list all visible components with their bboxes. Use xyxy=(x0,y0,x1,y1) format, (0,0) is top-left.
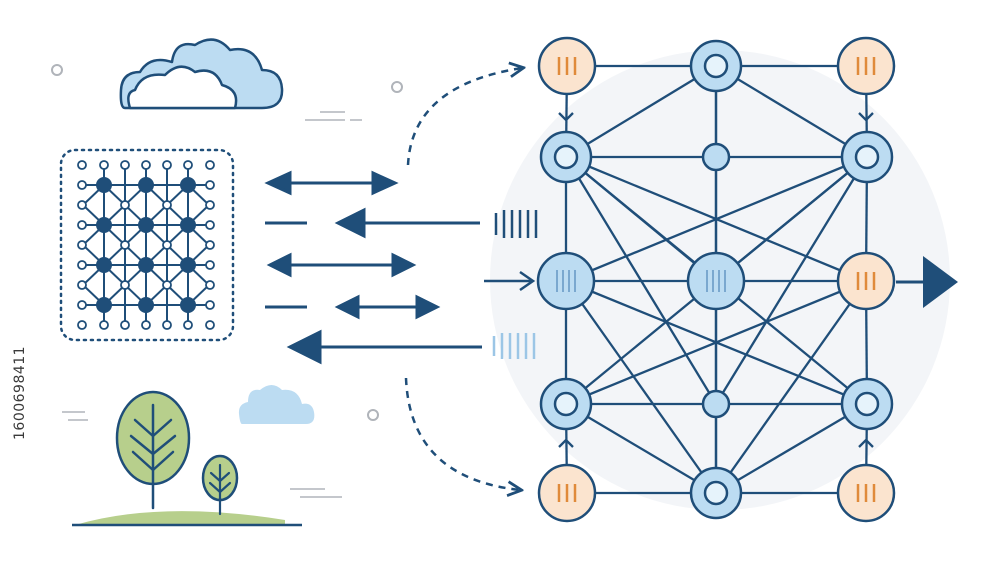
grid-node xyxy=(180,217,196,233)
grid-ring-node xyxy=(205,280,215,290)
network-node xyxy=(701,389,731,419)
network-node xyxy=(689,466,743,520)
grid-ring-node xyxy=(77,180,87,190)
grid-ring-node xyxy=(120,320,130,330)
grid-ring-node xyxy=(205,200,215,210)
grid-ring-node xyxy=(77,280,87,290)
grid-ring-node xyxy=(205,220,215,230)
deco-ring xyxy=(391,81,403,93)
node-grid-icon xyxy=(59,148,235,342)
arrow-right-icon xyxy=(896,256,958,308)
grid-ring-node xyxy=(77,300,87,310)
grid-ring-node xyxy=(205,320,215,330)
feedback-curves xyxy=(404,68,522,490)
grid-ring-node xyxy=(205,160,215,170)
network-node xyxy=(536,251,596,311)
grid-node xyxy=(96,297,112,313)
grid-ring-node xyxy=(77,200,87,210)
network-node xyxy=(840,130,894,184)
grid-ring-node xyxy=(77,160,87,170)
grid-ring-node xyxy=(141,320,151,330)
grid-ring-node xyxy=(77,260,87,270)
grid-ring-node xyxy=(77,240,87,250)
grid-ring-node xyxy=(120,160,130,170)
network-node xyxy=(689,39,743,93)
grid-ring-node xyxy=(120,200,130,210)
network-edge xyxy=(715,403,868,494)
network-node xyxy=(537,36,597,96)
grid-node xyxy=(138,217,154,233)
network-edge xyxy=(715,280,867,494)
edge-chevron xyxy=(858,438,874,448)
grid-node xyxy=(180,297,196,313)
data-flow-arrows xyxy=(264,170,482,365)
network-edge xyxy=(565,403,717,494)
grid-ring-node xyxy=(162,160,172,170)
grid-ring-node xyxy=(99,160,109,170)
edge-chevron xyxy=(558,112,574,122)
grid-ring-node xyxy=(162,200,172,210)
deco-ring xyxy=(367,409,379,421)
tree-icon xyxy=(72,390,302,527)
grid-node xyxy=(180,257,196,273)
grid-ring-node xyxy=(205,180,215,190)
input-arrow xyxy=(484,270,536,292)
grid-ring-node xyxy=(205,260,215,270)
network-node xyxy=(539,377,593,431)
grid-node xyxy=(180,177,196,193)
grid-node xyxy=(138,177,154,193)
cloud-icon xyxy=(238,385,315,424)
grid-ring-node xyxy=(183,160,193,170)
network-edge xyxy=(715,65,868,158)
grid-node xyxy=(96,257,112,273)
grid-ring-node xyxy=(120,240,130,250)
network-node xyxy=(836,251,896,311)
edge-chevron xyxy=(858,112,874,122)
network-edge xyxy=(565,280,717,494)
deco-dashes xyxy=(62,111,362,498)
network-node xyxy=(539,130,593,184)
grid-node xyxy=(138,257,154,273)
grid-ring-node xyxy=(77,320,87,330)
grid-ring-node xyxy=(162,280,172,290)
deco-ring xyxy=(51,64,63,76)
network-node xyxy=(836,463,896,523)
grid-ring-node xyxy=(205,240,215,250)
network-node xyxy=(840,377,894,431)
network-edge xyxy=(565,65,717,158)
grid-ring-node xyxy=(77,220,87,230)
neural-network-icon xyxy=(536,36,896,523)
grid-ring-node xyxy=(162,320,172,330)
grid-ring-node xyxy=(120,280,130,290)
edge-chevron xyxy=(558,438,574,448)
grid-node xyxy=(96,217,112,233)
network-node xyxy=(686,251,746,311)
signal-bars xyxy=(494,210,538,238)
network-node xyxy=(537,463,597,523)
network-node xyxy=(836,36,896,96)
grid-ring-node xyxy=(183,320,193,330)
grid-node xyxy=(96,177,112,193)
image-id-text: 1600698411 xyxy=(12,345,28,440)
grid-ring-node xyxy=(141,160,151,170)
grid-ring-node xyxy=(205,300,215,310)
cloud-icon xyxy=(119,38,284,110)
network-node xyxy=(701,142,731,172)
grid-node xyxy=(138,297,154,313)
grid-ring-node xyxy=(162,240,172,250)
signal-bars-faded xyxy=(492,333,536,359)
grid-ring-node xyxy=(99,320,109,330)
